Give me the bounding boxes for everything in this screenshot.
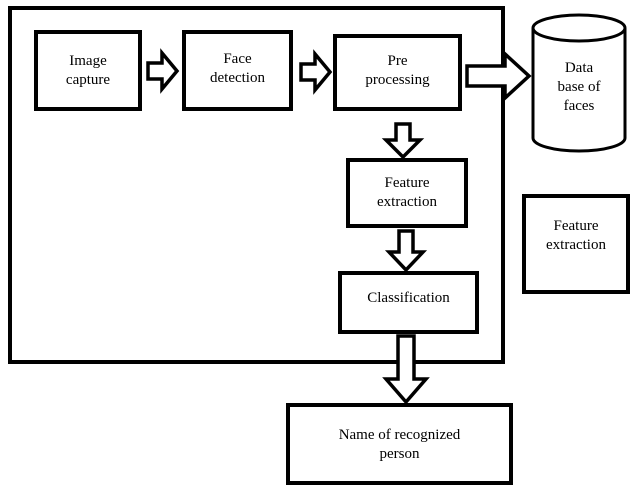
feature-extraction-db-line-2: extraction bbox=[546, 237, 606, 253]
database-line-3: faces bbox=[563, 97, 595, 114]
feature-extraction-db-label: Feature extraction bbox=[526, 212, 626, 260]
pre-processing-line-1: Pre bbox=[387, 52, 408, 69]
image-capture-label: Image capture bbox=[38, 34, 138, 107]
database-label: Data base of faces bbox=[538, 48, 620, 126]
arrow-feature-to-classification bbox=[384, 229, 428, 273]
feature-extraction-db-line-1: Feature bbox=[553, 218, 599, 234]
database-line-1: Data bbox=[564, 59, 594, 76]
face-detection-line-2: detection bbox=[210, 69, 265, 86]
feature-extraction-db-box bbox=[522, 194, 630, 294]
feature-extraction-label: Feature extraction bbox=[350, 162, 464, 224]
arrow-classification-to-result bbox=[382, 334, 430, 405]
arrow-preprocessing-to-feature bbox=[381, 122, 425, 160]
face-detection-line-1: Face bbox=[223, 50, 252, 67]
classification-box bbox=[338, 271, 479, 334]
pre-processing-label: Pre processing bbox=[337, 36, 458, 105]
system-boundary bbox=[8, 6, 505, 364]
pre-processing-line-2: processing bbox=[365, 71, 430, 88]
result-box bbox=[286, 403, 513, 485]
image-capture-line-2: capture bbox=[65, 71, 111, 88]
feature-extraction-line-1: Feature bbox=[384, 175, 430, 191]
database-cylinder bbox=[531, 13, 627, 153]
feature-extraction-box bbox=[346, 158, 468, 228]
feature-extraction-line-2: extraction bbox=[377, 194, 437, 210]
classification-line-1: Classification bbox=[367, 289, 450, 306]
image-capture-box bbox=[34, 30, 142, 111]
database-line-2: base of bbox=[557, 78, 601, 95]
result-line-2: person bbox=[379, 446, 420, 462]
classification-label: Classification bbox=[342, 276, 475, 320]
face-detection-label: Face detection bbox=[186, 32, 289, 105]
arrow-preprocessing-to-database bbox=[465, 50, 532, 102]
face-detection-box bbox=[182, 30, 293, 111]
arrow-capture-to-detection bbox=[146, 48, 180, 94]
pre-processing-box bbox=[333, 34, 462, 111]
result-line-1: Name of recognized bbox=[338, 427, 461, 443]
arrow-detection-to-preprocessing bbox=[299, 49, 333, 95]
image-capture-line-1: Image bbox=[69, 52, 107, 69]
result-label: Name of recognized person bbox=[290, 410, 509, 480]
